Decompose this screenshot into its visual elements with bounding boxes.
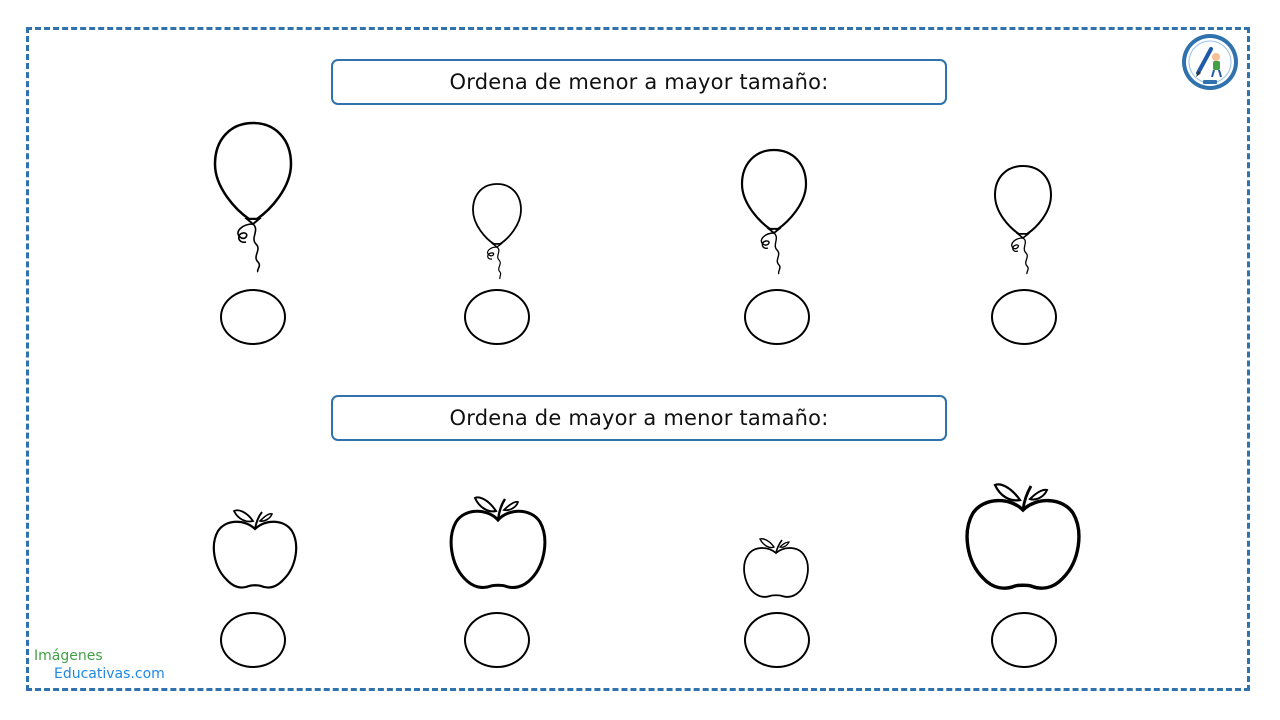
apple-icon bbox=[212, 509, 298, 589]
page-dashed-frame bbox=[26, 27, 1250, 691]
answer-circle[interactable] bbox=[220, 289, 286, 345]
balloon-icon bbox=[993, 164, 1053, 275]
answer-circle[interactable] bbox=[991, 289, 1057, 345]
answer-circle[interactable] bbox=[744, 612, 810, 668]
pencil-child-badge-icon bbox=[1182, 34, 1238, 90]
answer-circle[interactable] bbox=[991, 612, 1057, 668]
brand-line-2: Educativas.com bbox=[54, 666, 165, 682]
apple-icon bbox=[965, 483, 1081, 590]
apple-icon bbox=[449, 496, 547, 589]
answer-circle[interactable] bbox=[464, 612, 530, 668]
answer-circle[interactable] bbox=[220, 612, 286, 668]
apple-icon bbox=[743, 538, 809, 598]
brand-logo: Imágenes Educativas.com bbox=[34, 648, 165, 682]
section-1-instruction: Ordena de menor a mayor tamaño: bbox=[331, 59, 947, 105]
balloon-icon bbox=[472, 183, 522, 280]
balloon-icon bbox=[213, 121, 293, 273]
answer-circle[interactable] bbox=[464, 289, 530, 345]
answer-circle[interactable] bbox=[744, 289, 810, 345]
brand-line-1: Imágenes bbox=[34, 648, 103, 664]
section-2-instruction: Ordena de mayor a menor tamaño: bbox=[331, 395, 947, 441]
balloon-icon bbox=[740, 148, 808, 275]
